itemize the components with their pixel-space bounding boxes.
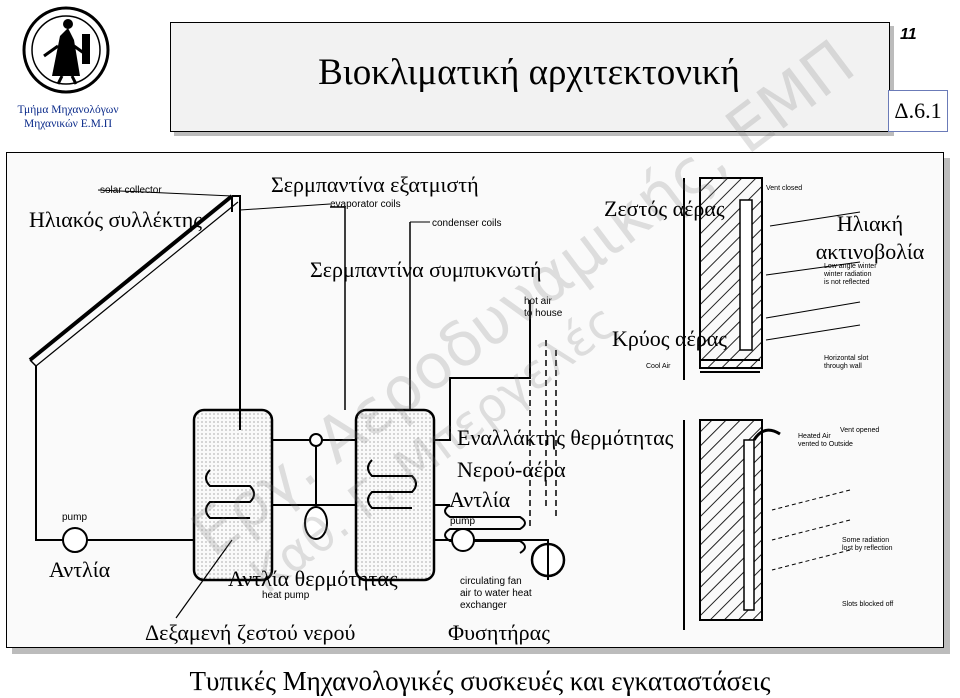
en-evaporator-coils: evaporator coils [330, 199, 401, 210]
en-vent-closed: Vent closed [766, 185, 802, 192]
evaporator-coil [205, 469, 255, 519]
label-hot-water-tank: Δεξαμενή ζεστού νερού [145, 620, 356, 645]
en-horizontal-slot-1: Horizontal slot [824, 355, 868, 362]
en-low-angle-1: Low angle winter [824, 263, 877, 270]
trombe-wall-top [683, 177, 763, 380]
condenser-tank [354, 408, 436, 582]
page-title: Βιοκλιματική αρχιτεκτονική [318, 52, 740, 93]
en-heat-pump: heat pump [262, 590, 310, 601]
en-heated-air-2: vented to Outside [798, 441, 853, 448]
collector-piping [35, 189, 331, 541]
en-fan-1: circulating fan [460, 576, 522, 587]
en-pump-left: pump [62, 512, 87, 523]
en-slots-blocked: Slots blocked off [842, 601, 893, 608]
label-pump-right: Αντλία [449, 487, 511, 512]
label-evaporator: Σερμπαντίνα εξατμιστή [271, 172, 479, 197]
ntua-logo [22, 6, 110, 94]
en-fan-3: exchanger [460, 600, 507, 611]
en-cool-air: Cool Air [646, 363, 671, 370]
label-solar-collector: Ηλιακός συλλέκτης [29, 207, 203, 232]
air-water-exchanger [444, 504, 526, 554]
en-fan-2: air to water heat [460, 588, 532, 599]
label-solar-radiation-2: ακτινοβολία [815, 239, 925, 264]
footer-caption: Τυπικές Μηχανολογικές συσκευές και εγκατ… [189, 666, 771, 696]
department-name: Τμήμα Μηχανολόγων Μηχανικών Ε.Μ.Π [17, 104, 119, 130]
title-box [170, 22, 890, 132]
en-condenser-coils: condenser coils [432, 218, 501, 229]
pump-right-icon [451, 528, 475, 552]
label-water-air: Νερού-αέρα [457, 457, 566, 482]
diagram-panel [6, 152, 944, 648]
pump-left-icon [62, 527, 88, 553]
hot-air-flow [529, 340, 557, 530]
en-horizontal-slot-2: through wall [824, 363, 862, 370]
label-solar-radiation-1: Ηλιακή [836, 211, 904, 236]
section-code: Δ.6.1 [894, 98, 942, 123]
label-pump-left: Αντλία [49, 557, 111, 582]
en-hot-air-2: to house [524, 308, 563, 319]
en-some-radiation-2: lost by reflection [842, 545, 893, 552]
label-condenser: Σερμπαντίνα συμπυκνωτή [310, 257, 542, 282]
label-heat-pump: Αντλία θερμότητας [228, 566, 398, 591]
condenser-coil [367, 459, 417, 509]
en-pump-right: pump [450, 516, 475, 527]
label-heat-exchanger: Εναλλάκτης θερμότητας [457, 425, 674, 450]
section-code-box [888, 90, 948, 132]
solar-collector-panel [28, 194, 239, 367]
label-fan: Φυσητήρας [448, 620, 550, 645]
label-hot-air: Ζεστός αέρας [604, 196, 725, 221]
en-hot-air-1: hot air [524, 296, 552, 307]
en-heated-air-1: Heated Air [798, 433, 831, 440]
label-cold-air: Κρύος αέρας [612, 326, 727, 351]
solar-rays-top [765, 211, 861, 341]
en-solar-collector: solar collector [100, 185, 162, 196]
en-some-radiation-1: Some radiation [842, 537, 889, 544]
en-low-angle-2: winter radiation [823, 271, 872, 278]
page-number: 11 [900, 26, 917, 43]
hot-water-tank [192, 408, 274, 582]
en-low-angle-3: is not reflected [824, 279, 870, 286]
trombe-wall-bottom [683, 419, 781, 630]
en-vent-opened: Vent opened [840, 427, 879, 434]
solar-rays-bottom [771, 489, 851, 571]
